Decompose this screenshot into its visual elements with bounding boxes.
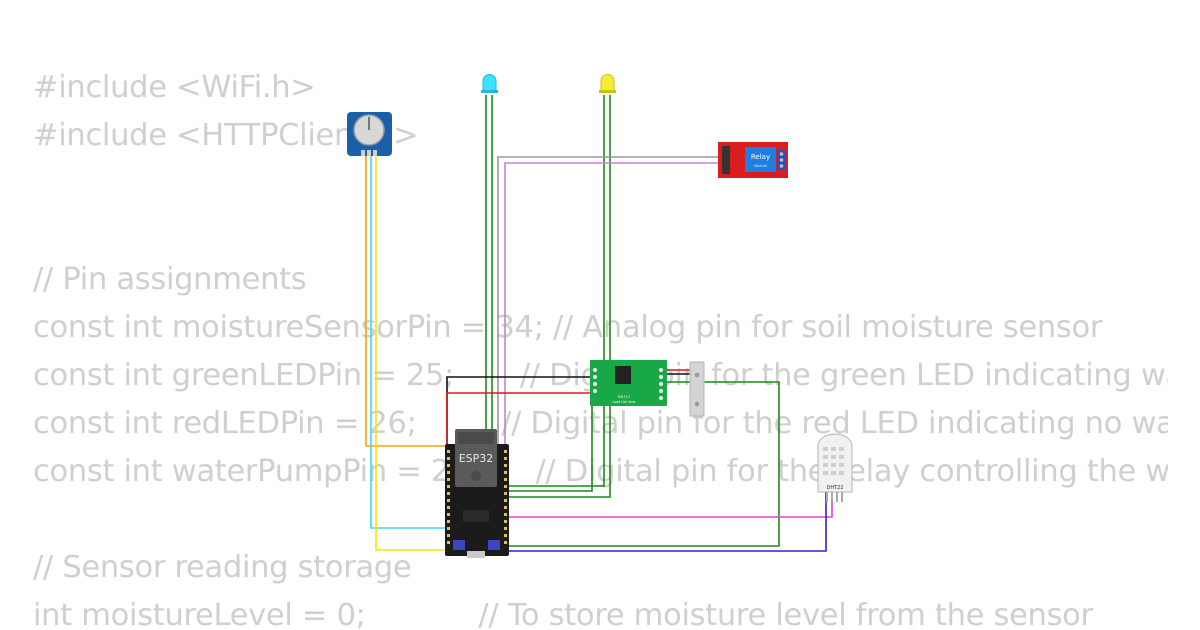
relay-label: Relay: [751, 153, 770, 161]
load-cell[interactable]: [689, 361, 705, 417]
potentiometer[interactable]: [347, 112, 392, 156]
wire-dht22-data[interactable]: [508, 492, 833, 518]
code-line-11: // Sensor reading storage: [33, 550, 412, 585]
esp32-label: ESP32: [459, 452, 494, 465]
wire-hx711-clock[interactable]: [508, 381, 780, 547]
code-line-8: const int redLEDPin = 26; // Digital pin…: [33, 406, 1168, 441]
relay-sublabel: Module: [754, 164, 767, 168]
led-yellow-bulb: [600, 74, 615, 93]
wire-hx711-vcc[interactable]: [446, 392, 592, 466]
wire-dht22-gnd[interactable]: [508, 492, 827, 552]
wire-relay-signal[interactable]: [504, 162, 718, 475]
code-line-12: int moistureLevel = 0; // To store moist…: [33, 598, 1093, 630]
wire-hx711-data[interactable]: [508, 398, 593, 492]
wires: [365, 95, 833, 552]
esp32-board[interactable]: ESP32: [445, 429, 509, 558]
wire-potentiometer-yellow[interactable]: [375, 155, 447, 551]
wire-potentiometer-cyan[interactable]: [370, 155, 447, 529]
relay-module[interactable]: Relay Module: [718, 142, 788, 178]
esp32-usb-port: [467, 551, 485, 558]
wire-led-yellow-anode[interactable]: [508, 95, 605, 487]
hx711-label: HX711: [618, 394, 631, 399]
code-line-5: // Pin assignments: [33, 262, 307, 297]
wire-led-yellow-cathode[interactable]: [508, 95, 611, 498]
code-line-6: const int moistureSensorPin = 34; // Ana…: [33, 310, 1103, 345]
code-line-1: #include <WiFi.h>: [33, 70, 316, 105]
dht22-sensor[interactable]: DHT22: [817, 433, 853, 502]
wire-potentiometer-orange[interactable]: [365, 155, 447, 447]
wire-relay-vcc[interactable]: [497, 156, 718, 460]
led-yellow[interactable]: [599, 74, 616, 93]
hx711-sublabel: Load Cell Amp: [613, 400, 636, 404]
relay-coil: [745, 147, 776, 172]
hx711-module[interactable]: HX711 Load Cell Amp: [590, 360, 667, 406]
led-cyan-bulb: [482, 74, 497, 93]
hx711-chip: [615, 366, 631, 384]
led-cyan[interactable]: [481, 74, 498, 93]
dht22-label: DHT22: [826, 485, 843, 491]
code-line-9: const int waterPumpPin = 27; // Digital …: [33, 454, 1168, 489]
